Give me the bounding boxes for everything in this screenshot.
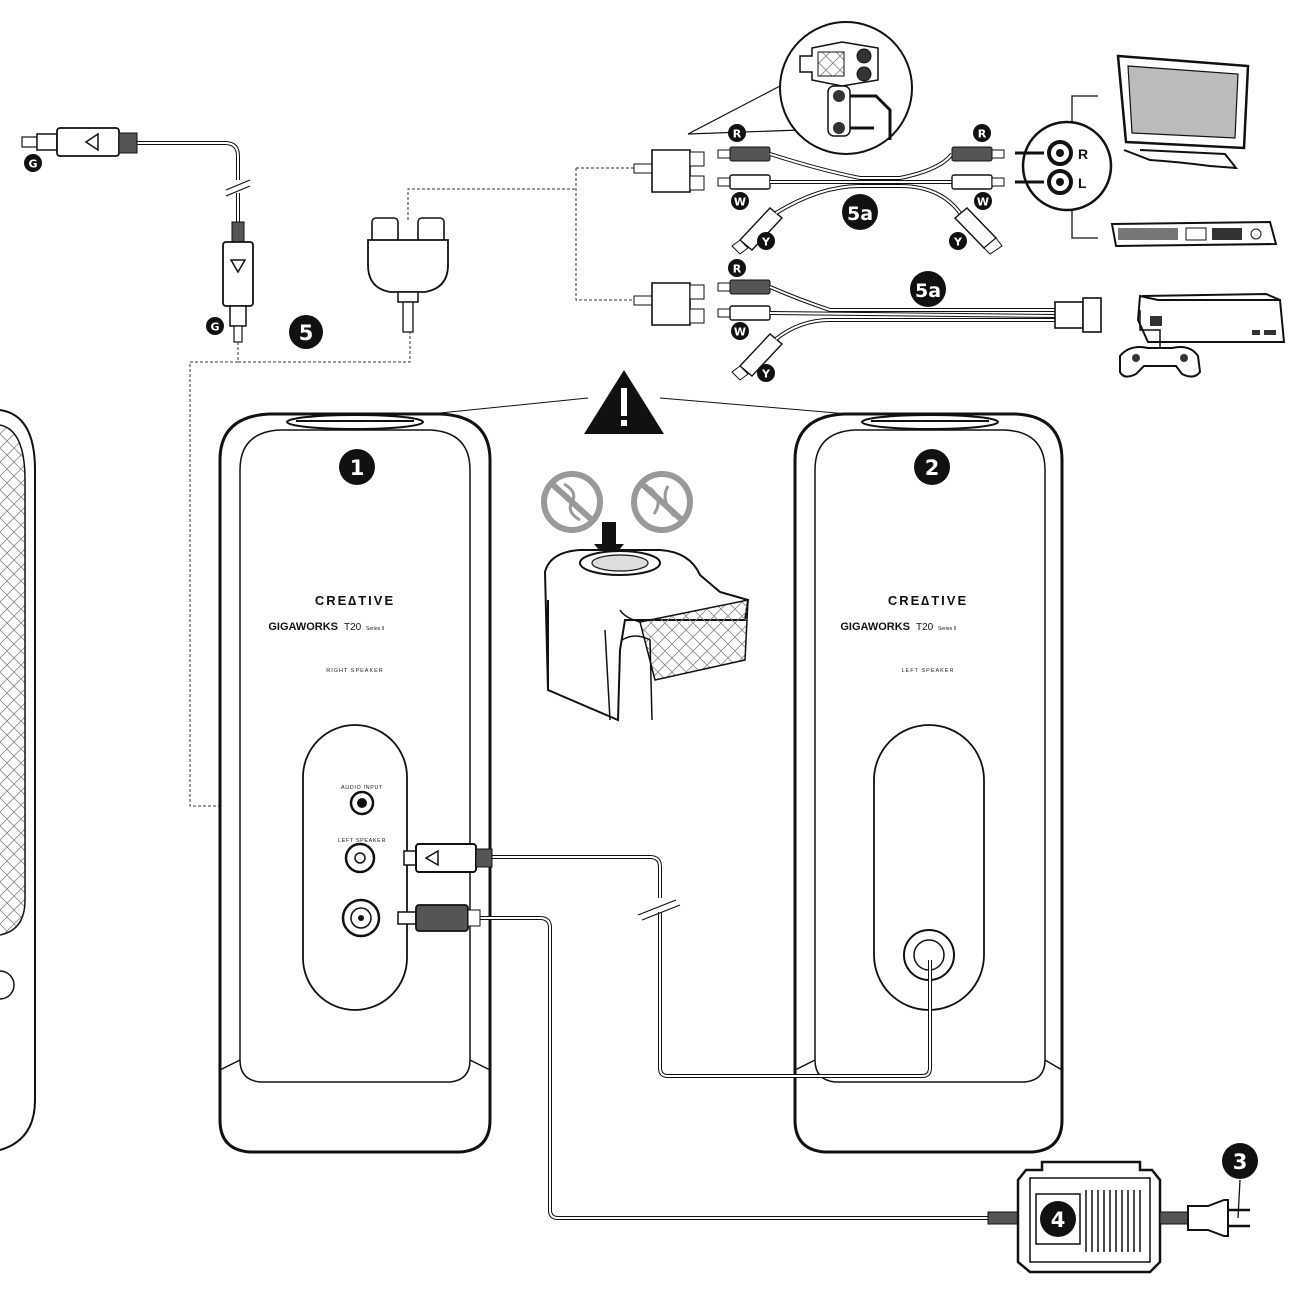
no-cover-icon	[631, 471, 693, 533]
left-speaker-jack-label: LEFT SPEAKER	[338, 838, 386, 844]
svg-text:Y: Y	[761, 236, 771, 249]
tv-icon	[1116, 54, 1250, 170]
plug-label-r-right: R	[973, 124, 991, 142]
svg-text:5a: 5a	[915, 280, 941, 302]
svg-text:W: W	[734, 326, 746, 339]
rca-cable-game-console	[633, 279, 1102, 381]
svg-text:Y: Y	[953, 236, 963, 249]
warning-lines	[419, 397, 861, 416]
left-speaker-model-suffix: T20	[916, 622, 934, 633]
svg-text:Y: Y	[761, 368, 771, 381]
svg-text:4: 4	[1051, 1208, 1066, 1232]
audio-input-label: AUDIO INPUT	[341, 785, 383, 791]
plug-label-w-game: W	[731, 322, 749, 340]
speaker-top-closeup	[543, 549, 750, 722]
right-speaker-model-suffix: T20	[344, 622, 362, 633]
right-speaker	[218, 412, 492, 1154]
adapter-detail-inset	[687, 21, 913, 155]
stereo-cable-3-5mm	[21, 127, 254, 343]
svg-text:3: 3	[1233, 1150, 1248, 1174]
svg-text:5: 5	[299, 321, 314, 345]
left-speaker-series: Series II	[938, 626, 956, 632]
plug-label-y-game: Y	[757, 364, 775, 382]
left-speaker-brand: CRE∆TIVE	[888, 593, 968, 608]
left-speaker	[793, 412, 1064, 1154]
svg-text:R: R	[733, 128, 742, 141]
step-4-callout: 4	[1040, 1201, 1076, 1237]
right-speaker-series: Series II	[366, 626, 384, 632]
right-speaker-model: GIGAWORKS	[268, 621, 338, 633]
svg-text:1: 1	[350, 456, 365, 480]
dvd-player-icon	[1110, 220, 1278, 248]
svg-text:G: G	[210, 321, 219, 334]
svg-text:R: R	[978, 128, 987, 141]
svg-text:G: G	[28, 158, 37, 171]
power-adapter	[987, 1160, 1250, 1274]
step-5a-callout-bottom: 5a	[910, 271, 946, 307]
speaker-link-cable	[403, 843, 932, 1078]
svg-text:R: R	[1078, 146, 1088, 162]
plug-label-w-left: W	[731, 192, 749, 210]
step-2-callout: 2	[914, 449, 950, 485]
plug-label-r-game: R	[728, 259, 746, 277]
step-3-callout: 3	[1222, 1143, 1258, 1179]
svg-text:5a: 5a	[847, 203, 873, 225]
svg-text:W: W	[734, 196, 746, 209]
rca-cable-tv	[633, 146, 1005, 255]
no-cloth-icon	[541, 471, 603, 533]
plug-label-y-left: Y	[757, 232, 775, 250]
step-5-callout: 5	[289, 315, 323, 349]
left-speaker-name: LEFT SPEAKER	[902, 668, 955, 674]
step-5a-callout-top: 5a	[842, 194, 878, 230]
plug-label-g-top: G	[24, 154, 42, 172]
plug-label-g-bottom: G	[206, 317, 224, 335]
right-speaker-name: RIGHT SPEAKER	[326, 668, 384, 674]
plug-label-w-right: W	[974, 192, 992, 210]
warning-icon	[584, 370, 664, 434]
game-console-icon	[1136, 292, 1286, 343]
svg-text:W: W	[977, 196, 989, 209]
svg-text:R: R	[733, 263, 742, 276]
step-1-callout: 1	[339, 449, 375, 485]
right-speaker-brand: CRE∆TIVE	[315, 593, 395, 608]
rca-to-3-5mm-adapter	[367, 217, 449, 333]
left-speaker-model: GIGAWORKS	[840, 621, 910, 633]
rl-jack-panel: R L	[1015, 95, 1113, 239]
svg-text:2: 2	[925, 456, 940, 480]
partial-front-speaker	[0, 409, 36, 1151]
gamepad-icon	[1119, 310, 1202, 378]
power-cable	[397, 904, 990, 1220]
plug-label-r-left: R	[728, 124, 746, 142]
plug-label-y-right: Y	[949, 232, 967, 250]
svg-text:L: L	[1078, 175, 1087, 191]
